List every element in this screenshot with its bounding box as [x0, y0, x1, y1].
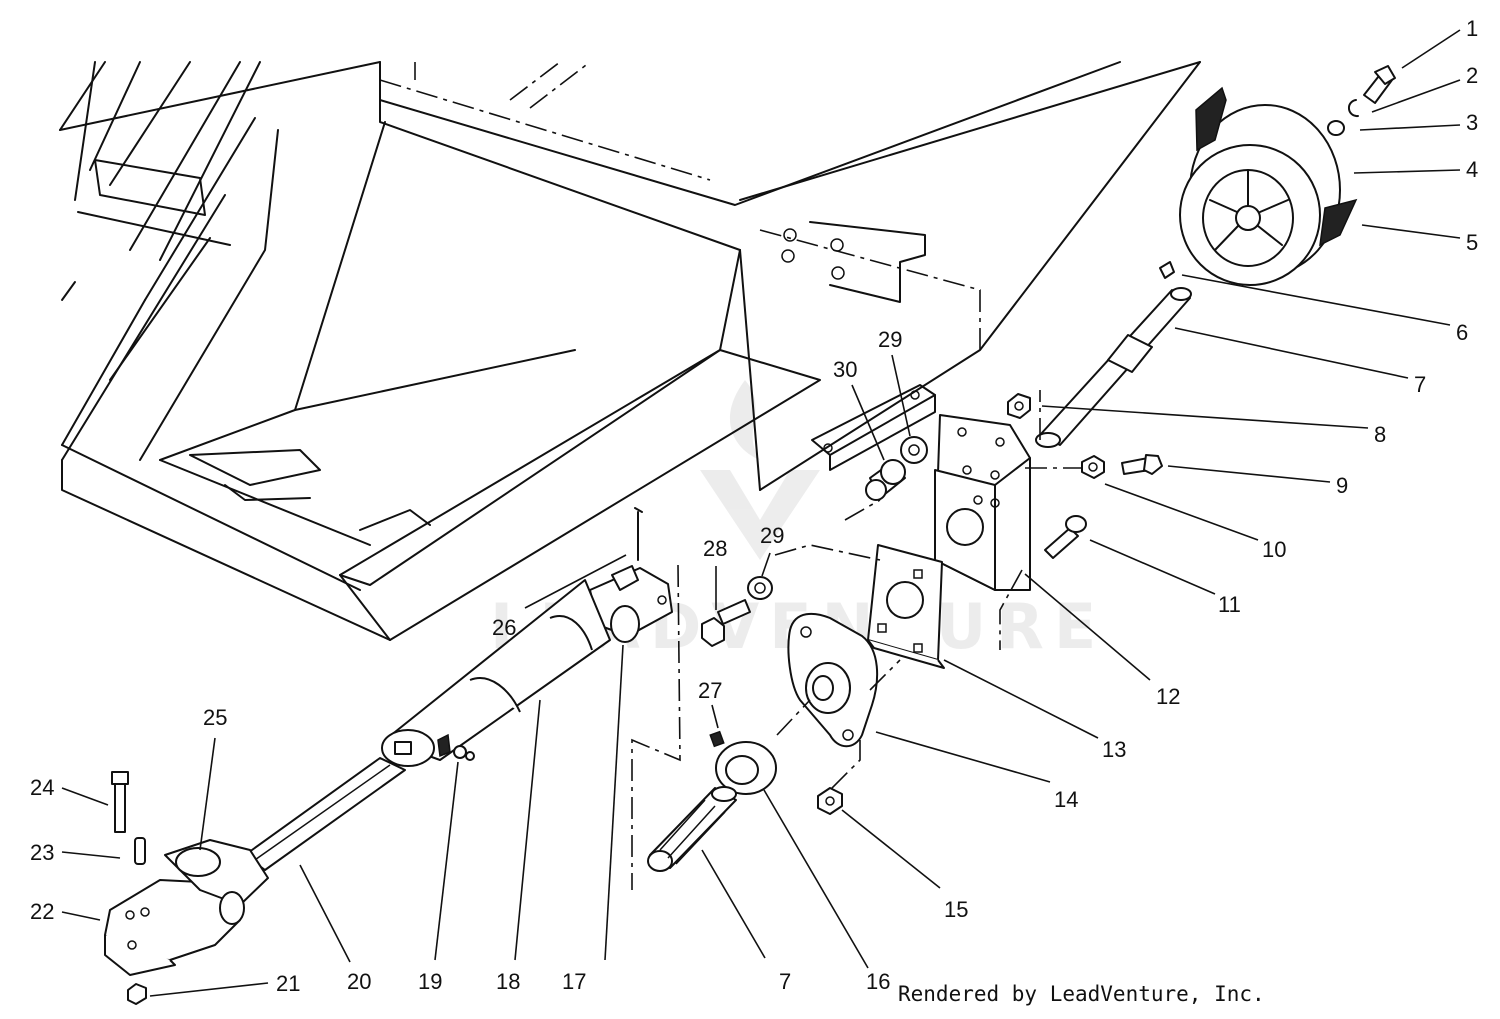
flange-bearing-part-14: [787, 612, 879, 748]
callout-5: 5: [1466, 230, 1478, 255]
grease-fitting-part-19: [437, 733, 475, 761]
nut-part-10: [1081, 455, 1105, 479]
collar-part-16: [715, 741, 777, 795]
u-joint-part-22: [104, 839, 269, 976]
roll-pin-part-23: [134, 837, 146, 865]
hopper-frame: [59, 61, 1201, 641]
callout-17: 17: [562, 969, 586, 994]
callout-10: 10: [1262, 537, 1286, 562]
callout-2: 2: [1466, 63, 1478, 88]
callout-6: 6: [1456, 320, 1468, 345]
leader-lines: [61, 29, 1461, 997]
callout-24: 24: [30, 775, 54, 800]
nut-part-21: [127, 983, 147, 1005]
callout-29-upper: 29: [878, 327, 902, 352]
bolt-part-1: [1363, 65, 1396, 104]
rendered-by-credit: Rendered by LeadVenture, Inc.: [898, 982, 1265, 1006]
callout-25: 25: [203, 705, 227, 730]
callout-12: 12: [1156, 684, 1180, 709]
callout-16: 16: [866, 969, 890, 994]
callout-30: 30: [833, 357, 857, 382]
splined-shaft-part-7: [647, 786, 737, 872]
bushing-part-30: [865, 459, 906, 501]
callout-7-lower: 7: [779, 969, 791, 994]
callout-13: 13: [1102, 737, 1126, 762]
drive-tube-part-18: [381, 579, 611, 767]
callout-27: 27: [698, 678, 722, 703]
callout-18: 18: [496, 969, 520, 994]
bearing-bracket-part-12: [934, 414, 1031, 591]
callout-14: 14: [1054, 787, 1078, 812]
belt-shield-part-5: [1195, 86, 1358, 247]
callout-28: 28: [703, 536, 727, 561]
callout-15: 15: [944, 897, 968, 922]
callout-29-lower: 29: [760, 523, 784, 548]
upper-shaft-part-7: [1035, 287, 1192, 448]
callout-9: 9: [1336, 473, 1348, 498]
carriage-bolt-part-11: [1044, 515, 1087, 559]
callout-1: 1: [1466, 16, 1478, 41]
assembly-lines: [631, 390, 1082, 890]
callout-20: 20: [347, 969, 371, 994]
callouts: 1 2 3 4 5 6 7 8 9 10 11 12 13 14 15 16 7…: [30, 16, 1478, 996]
callout-11: 11: [1218, 592, 1241, 617]
key-part-6: [1159, 261, 1175, 279]
bolt-part-28: [701, 599, 751, 647]
callout-8: 8: [1374, 422, 1386, 447]
callout-26: 26: [492, 615, 516, 640]
washer-part-3: [1327, 120, 1345, 136]
plate-part-13: [867, 544, 945, 669]
callout-19: 19: [418, 969, 442, 994]
square-shaft-part-20: [244, 757, 406, 871]
pulley-part-4: [1179, 104, 1341, 286]
bolt-part-9: [1121, 454, 1163, 475]
set-screw-part-27: [709, 730, 725, 748]
clip-part-2: [1347, 99, 1359, 118]
callout-22: 22: [30, 899, 54, 924]
callout-23: 23: [30, 840, 54, 865]
bolt-part-24: [111, 771, 129, 833]
cotter-pin-part-26: [634, 507, 643, 561]
washer-part-29-lower: [747, 576, 773, 600]
callout-4: 4: [1466, 157, 1478, 182]
washer-part-29-upper: [900, 436, 928, 464]
u-joint-yoke-part-17: [589, 565, 673, 643]
callout-21: 21: [276, 971, 300, 996]
nut-part-15: [817, 787, 843, 815]
nut-part-8: [1007, 393, 1031, 419]
callout-3: 3: [1466, 110, 1478, 135]
callout-7-upper: 7: [1414, 372, 1426, 397]
